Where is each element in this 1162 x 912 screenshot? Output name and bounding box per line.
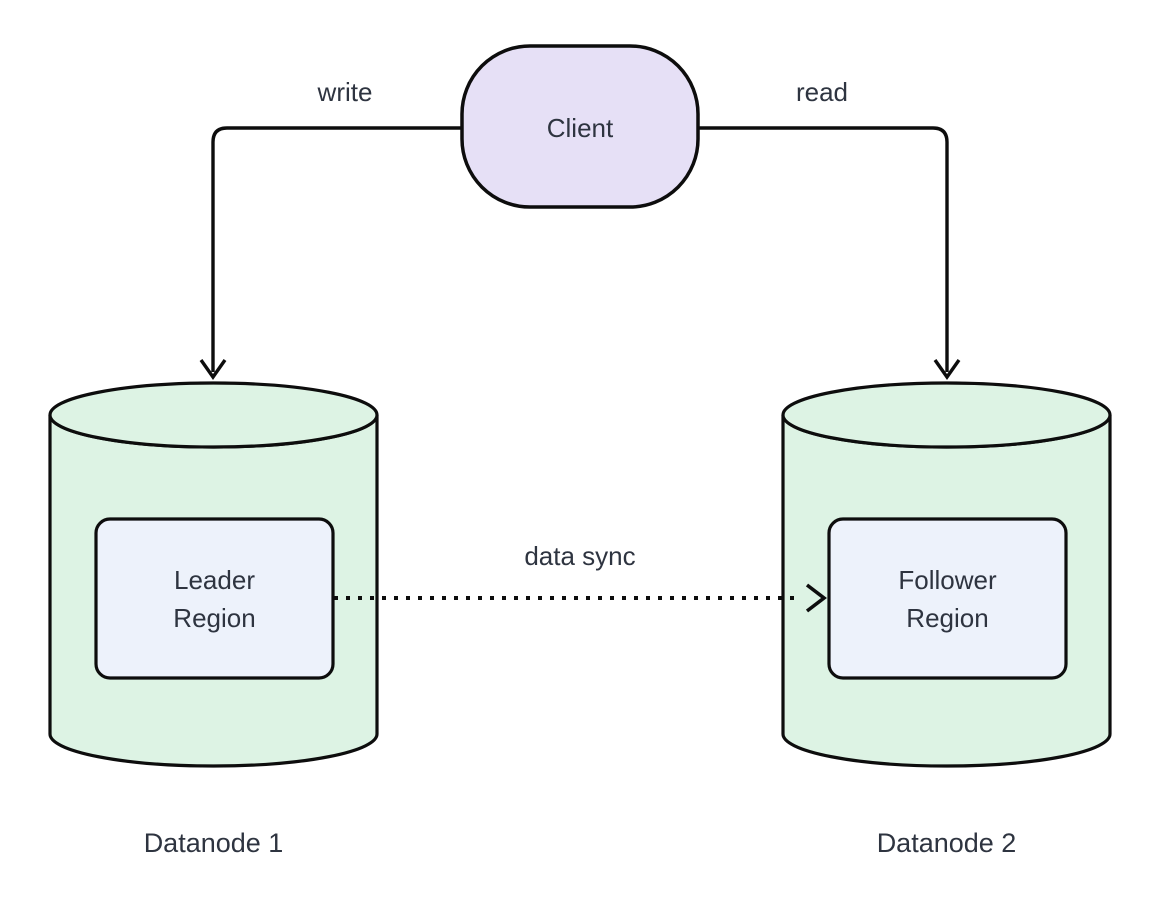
- node-client: Client: [460, 44, 700, 209]
- edge-read-label: read: [796, 77, 848, 107]
- edge-write: write: [199, 77, 462, 380]
- follower-region-label-line2: Region: [906, 603, 988, 633]
- datanode2-caption: Datanode 2: [877, 828, 1017, 858]
- edge-read-line: [698, 126, 949, 372]
- leader-region-label-line2: Region: [173, 603, 255, 633]
- follower-region-label-line1: Follower: [898, 565, 997, 595]
- leader-region-shape: [94, 517, 335, 680]
- follower-region-shape: [827, 517, 1068, 680]
- datanode1-cylinder-top: [48, 381, 379, 449]
- edge-data-sync: data sync: [334, 541, 827, 613]
- edge-data-sync-arrowhead-icon: [805, 583, 827, 613]
- edge-read-arrowhead-icon: [933, 359, 961, 380]
- client-label: Client: [547, 113, 614, 143]
- node-datanode2: Follower Region Datanode 2: [781, 381, 1112, 858]
- datanode2-cylinder-top: [781, 381, 1112, 449]
- edge-read: read: [698, 77, 961, 380]
- edge-data-sync-label: data sync: [524, 541, 635, 571]
- edge-write-label: write: [317, 77, 373, 107]
- edge-write-arrowhead-icon: [199, 359, 227, 380]
- node-datanode1: Leader Region Datanode 1: [48, 381, 379, 858]
- client-shape: [460, 44, 700, 209]
- leader-region-label-line1: Leader: [174, 565, 255, 595]
- datanode1-caption: Datanode 1: [144, 828, 284, 858]
- edge-write-line: [211, 126, 462, 372]
